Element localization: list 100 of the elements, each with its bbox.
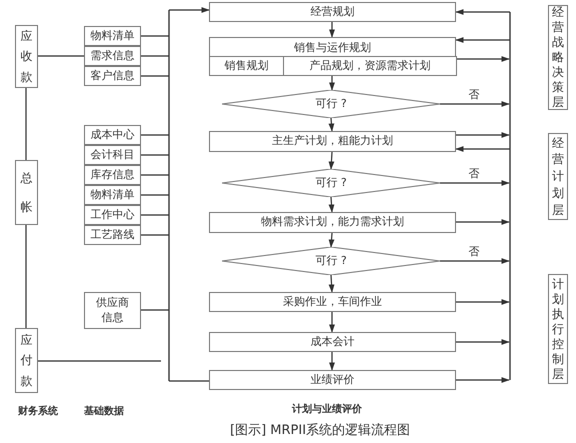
- process-box: [209, 56, 284, 76]
- connector-line: [141, 234, 169, 236]
- box-label: 应付款: [20, 332, 32, 390]
- box-label: 经营战略决策层: [552, 5, 564, 110]
- process-box: [84, 225, 141, 245]
- arrow: [456, 299, 510, 305]
- process-box: [209, 332, 456, 352]
- box-label: 主生产计划，粗能力计划: [272, 134, 393, 149]
- process-box: [84, 185, 141, 205]
- arrow: [328, 118, 334, 132]
- caption: [图示] MRPII系统的逻辑流程图: [230, 422, 410, 439]
- box-label: 成本中心: [90, 128, 134, 142]
- connector-line: [141, 194, 169, 196]
- arrow: [440, 101, 510, 107]
- box-label: 经营规划: [310, 4, 354, 20]
- box-label: 成本会计: [310, 334, 354, 350]
- box-label: 产品规划，资源需求计划: [310, 58, 430, 74]
- process-box: [84, 145, 141, 165]
- edge-label: 否: [468, 244, 480, 259]
- box-label: 经营计划层: [552, 134, 564, 218]
- arrow: [169, 7, 210, 13]
- arrow: [455, 9, 510, 15]
- arrow: [455, 37, 510, 43]
- connector-line: [141, 154, 169, 156]
- process-box: [84, 66, 141, 86]
- box-label: 需求信息: [90, 48, 134, 64]
- arrow: [329, 352, 335, 371]
- process-box: [209, 37, 456, 75]
- arrow: [456, 56, 510, 62]
- decision-diamond: [222, 90, 440, 118]
- box-label: 供应商信息: [95, 296, 130, 325]
- box-label: 库存信息: [90, 168, 134, 182]
- box-label: 总帐: [20, 170, 32, 216]
- connector-line: [38, 55, 84, 57]
- process-box: [209, 2, 456, 22]
- process-box: [548, 274, 568, 384]
- process-box: [84, 205, 141, 225]
- section-label: 财务系统: [18, 404, 58, 418]
- connector-line: [141, 174, 169, 176]
- box-label: 计划执行控制层: [552, 276, 564, 382]
- process-box: [15, 25, 38, 88]
- connector-line: [141, 55, 169, 57]
- process-box: [84, 26, 141, 46]
- box-label: 业绩评价: [310, 372, 354, 388]
- section-label: 基础数据: [84, 404, 124, 418]
- connector-line: [141, 309, 169, 311]
- process-box: [84, 125, 141, 145]
- arrow: [328, 232, 334, 248]
- edge-label: 否: [468, 166, 480, 181]
- box-label: 应收款: [20, 28, 32, 86]
- arrow: [329, 22, 335, 38]
- box-label: 可行 ?: [315, 254, 347, 268]
- connector-line: [141, 134, 169, 136]
- box-label: 工作中心: [90, 208, 134, 222]
- arrow: [329, 75, 335, 91]
- process-box: [209, 212, 456, 233]
- process-box: [548, 5, 568, 110]
- box-label: 物料清单: [90, 188, 134, 202]
- process-box: [15, 160, 38, 225]
- box-label: 可行 ?: [315, 96, 347, 112]
- process-box: [84, 165, 141, 185]
- connector-line: [25, 225, 27, 328]
- arrow: [440, 258, 510, 264]
- connector-line: [141, 35, 169, 37]
- box-label: 采购作业，车间作业: [283, 294, 382, 310]
- arrow: [455, 146, 510, 152]
- arrow: [328, 274, 334, 293]
- process-box: [548, 133, 568, 220]
- decision-diamond: [222, 169, 440, 197]
- section-label: 计划与业绩评价: [292, 402, 362, 416]
- box-label: 会计科目: [90, 148, 134, 162]
- connector-line: [38, 360, 161, 362]
- box-label: 客户信息: [90, 68, 134, 84]
- process-box: [209, 370, 456, 390]
- process-box: [209, 292, 456, 312]
- arrow: [328, 152, 334, 170]
- box-label: 销售规划: [224, 58, 268, 74]
- box-label: 物料需求计划，能力需求计划: [261, 215, 404, 230]
- connector-line: [141, 75, 169, 77]
- connector-line: [141, 214, 169, 216]
- arrow: [328, 196, 334, 213]
- box-label: 销售与运作规划: [294, 41, 371, 56]
- connector-line: [25, 88, 27, 160]
- process-box: [283, 56, 457, 76]
- arrow: [456, 132, 510, 138]
- process-box: [84, 292, 141, 329]
- decision-diamond: [222, 247, 440, 275]
- process-box: [84, 46, 141, 66]
- arrow: [456, 219, 510, 225]
- arrow: [456, 339, 510, 345]
- arrow: [456, 377, 510, 383]
- edge-label: 否: [468, 87, 480, 102]
- process-box: [209, 131, 456, 152]
- connector-line: [169, 380, 209, 382]
- box-label: 可行 ?: [315, 176, 347, 190]
- box-label: 物料清单: [90, 28, 134, 44]
- arrow: [329, 312, 335, 333]
- process-box: [15, 328, 38, 393]
- arrow: [440, 180, 510, 186]
- box-label: 工艺路线: [90, 228, 134, 242]
